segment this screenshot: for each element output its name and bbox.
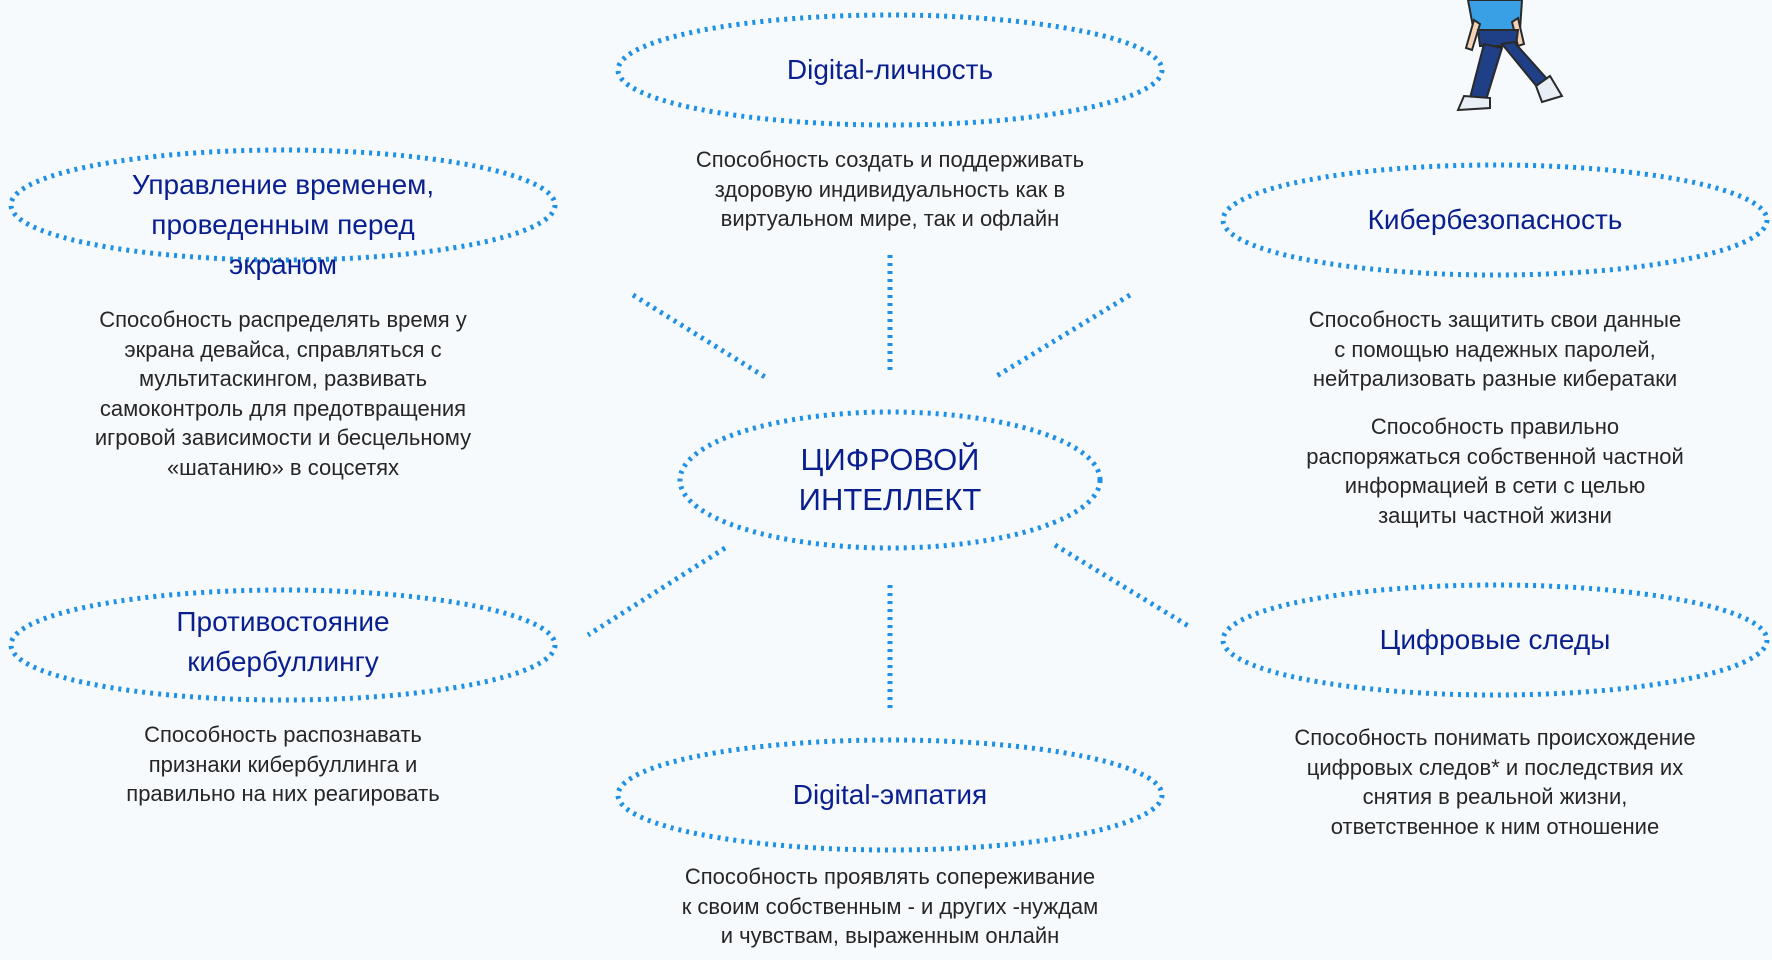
cyberbullying-desc-line: признаки кибербуллинга и bbox=[148, 751, 418, 777]
screen-time-desc-line: игровой зависимости и бесцельному bbox=[94, 425, 472, 450]
identity-desc-line: Способность создать и поддерживать bbox=[695, 147, 1085, 172]
empathy-description: Способность проявлять сопереживание к св… bbox=[575, 862, 1205, 951]
footprints-desc-line: снятия в реальной жизни, bbox=[1362, 784, 1628, 809]
center-title: ЦИФРОВОЙ ИНТЕЛЛЕКТ bbox=[690, 435, 1090, 525]
screen-time-desc-line: экрана девайса, справляться с bbox=[124, 336, 442, 362]
cybersecurity-ellipse bbox=[1220, 162, 1770, 278]
empathy-title: Digital-эмпатия bbox=[640, 775, 1140, 815]
identity-desc-line: виртуальном мире, так и офлайн bbox=[720, 206, 1060, 231]
empathy-title-text: Digital-эмпатия bbox=[792, 779, 988, 810]
footprints-title: Цифровые следы bbox=[1245, 620, 1745, 660]
footprints-desc-line: Способность понимать происхождение bbox=[1294, 725, 1696, 750]
cybersecurity-desc-line: нейтрализовать разные кибератаки bbox=[1312, 366, 1678, 391]
connector-bottom-left bbox=[586, 545, 727, 638]
empathy-ellipse bbox=[615, 737, 1165, 853]
cybersecurity-desc-line: Способность защитить свои данные bbox=[1308, 307, 1682, 332]
footprints-desc-line: цифровых следов* и последствия их bbox=[1306, 754, 1684, 780]
cyberbullying-desc-line: Способность распознавать bbox=[144, 722, 422, 747]
cyberbullying-description: Способность распознавать признаки киберб… bbox=[0, 720, 566, 809]
center-title-line-1: ЦИФРОВОЙ bbox=[800, 442, 980, 477]
identity-desc-line: здоровую индивидуальность как в bbox=[714, 176, 1066, 202]
cybersecurity-desc2-line: информацией в сети с целью bbox=[1344, 473, 1646, 498]
screen-time-desc-line: Способность распределять время у bbox=[99, 307, 467, 332]
footprints-desc-line: ответственное к ним отношение bbox=[1330, 813, 1660, 839]
screen-time-title-line: Управление временем, bbox=[131, 169, 435, 200]
walking-person-icon bbox=[1456, 0, 1564, 112]
connector-top-right bbox=[993, 292, 1132, 380]
identity-ellipse bbox=[615, 12, 1165, 128]
screen-time-desc-line: самоконтроль для предотвращения bbox=[99, 395, 467, 421]
cyberbullying-ellipse bbox=[8, 587, 558, 703]
identity-title-text: Digital-личность bbox=[786, 54, 994, 85]
connector-top-left bbox=[631, 292, 767, 380]
footprints-title-text: Цифровые следы bbox=[1379, 624, 1611, 655]
cyberbullying-title-line: Противостояние bbox=[176, 606, 390, 637]
cybersecurity-desc2-line: Способность правильно bbox=[1370, 414, 1620, 439]
identity-title: Digital-личность bbox=[640, 50, 1140, 90]
center-title-line-2: ИНТЕЛЛЕКТ bbox=[798, 482, 982, 517]
cybersecurity-desc2-line: защиты частной жизни bbox=[1378, 502, 1612, 528]
cyberbullying-desc-line: правильно на них реагировать bbox=[126, 781, 440, 806]
cyberbullying-title: Противостояние кибербуллингу bbox=[63, 602, 503, 682]
cybersecurity-title-text: Кибербезопасность bbox=[1367, 204, 1623, 235]
footprints-description: Способность понимать происхождение цифро… bbox=[1225, 723, 1765, 841]
screen-time-ellipse bbox=[8, 147, 558, 263]
cybersecurity-description: Способность защитить свои данные с помощ… bbox=[1225, 305, 1765, 394]
empathy-desc-line: к своим собственным - и других -нуждам bbox=[681, 893, 1099, 919]
cybersecurity-desc2-line: распоряжаться собственной частной bbox=[1306, 443, 1684, 469]
screen-time-desc-line: мультитаскингом, развивать bbox=[138, 366, 428, 391]
screen-time-desc-line: «шатанию» в соцсетях bbox=[166, 454, 400, 480]
connector-bottom-right bbox=[1053, 542, 1192, 630]
footprints-ellipse bbox=[1220, 582, 1770, 698]
screen-time-title-line: проведенным перед bbox=[151, 209, 415, 240]
identity-description: Способность создать и поддерживать здоро… bbox=[590, 145, 1190, 234]
screen-time-description: Способность распределять время у экрана … bbox=[0, 305, 566, 482]
center-ellipse bbox=[677, 409, 1103, 551]
empathy-desc-line: Способность проявлять сопереживание bbox=[684, 864, 1096, 889]
cybersecurity-description-2: Способность правильно распоряжаться собс… bbox=[1225, 412, 1765, 530]
screen-time-title: Управление временем, проведенным перед э… bbox=[63, 165, 503, 285]
cybersecurity-desc-line: с помощью надежных паролей, bbox=[1334, 336, 1656, 362]
empathy-desc-line: и чувствам, выраженным онлайн bbox=[720, 923, 1060, 948]
screen-time-title-line: экраном bbox=[229, 249, 337, 280]
cyberbullying-title-line: кибербуллингу bbox=[187, 646, 379, 677]
cybersecurity-title: Кибербезопасность bbox=[1245, 200, 1745, 240]
